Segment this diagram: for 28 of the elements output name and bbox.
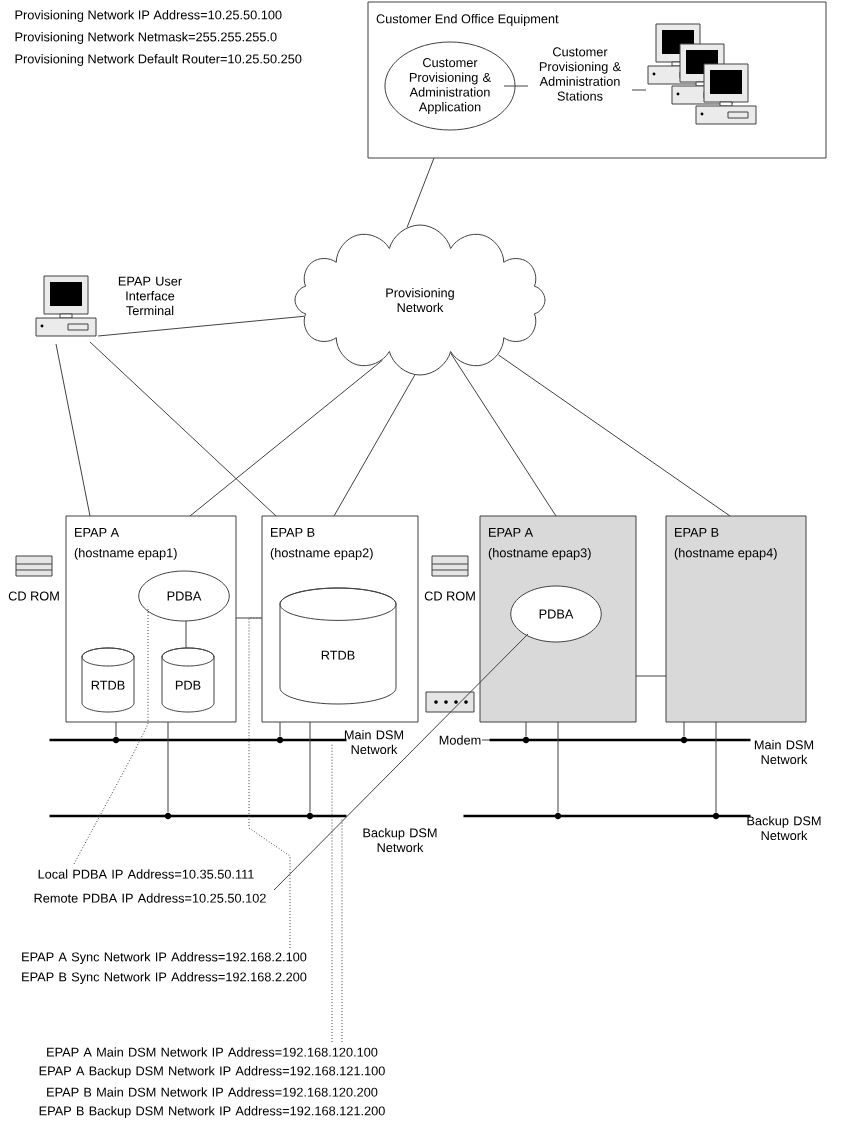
connector-line: [450, 352, 557, 517]
connector-line: [557, 721, 559, 813]
connector-line: [89, 341, 277, 517]
connector-line: [481, 739, 491, 741]
connector-line: [631, 89, 647, 91]
connector-line: [235, 617, 263, 619]
connector-line: [635, 675, 667, 677]
leader-line: [331, 743, 333, 1043]
connector-line: [525, 721, 527, 737]
leader-line: [73, 606, 149, 865]
connector-line: [333, 374, 416, 517]
connector-line: [185, 620, 187, 649]
leader-line: [248, 617, 291, 949]
connector-line: [55, 343, 91, 517]
leader-line: [341, 819, 343, 1043]
connector-line: [497, 354, 731, 517]
connector-line: [309, 721, 311, 813]
connector-line: [683, 721, 685, 737]
connector-line: [715, 721, 717, 813]
connector-line: [97, 315, 305, 337]
leader-line: [273, 633, 529, 891]
connector-line: [189, 359, 383, 517]
connector-line: [279, 721, 281, 737]
connector-line: [406, 157, 435, 228]
connector-line: [167, 721, 169, 813]
connector-line: [115, 721, 117, 737]
workstations-drawing: [647, 23, 757, 125]
connector-line: [503, 85, 529, 87]
